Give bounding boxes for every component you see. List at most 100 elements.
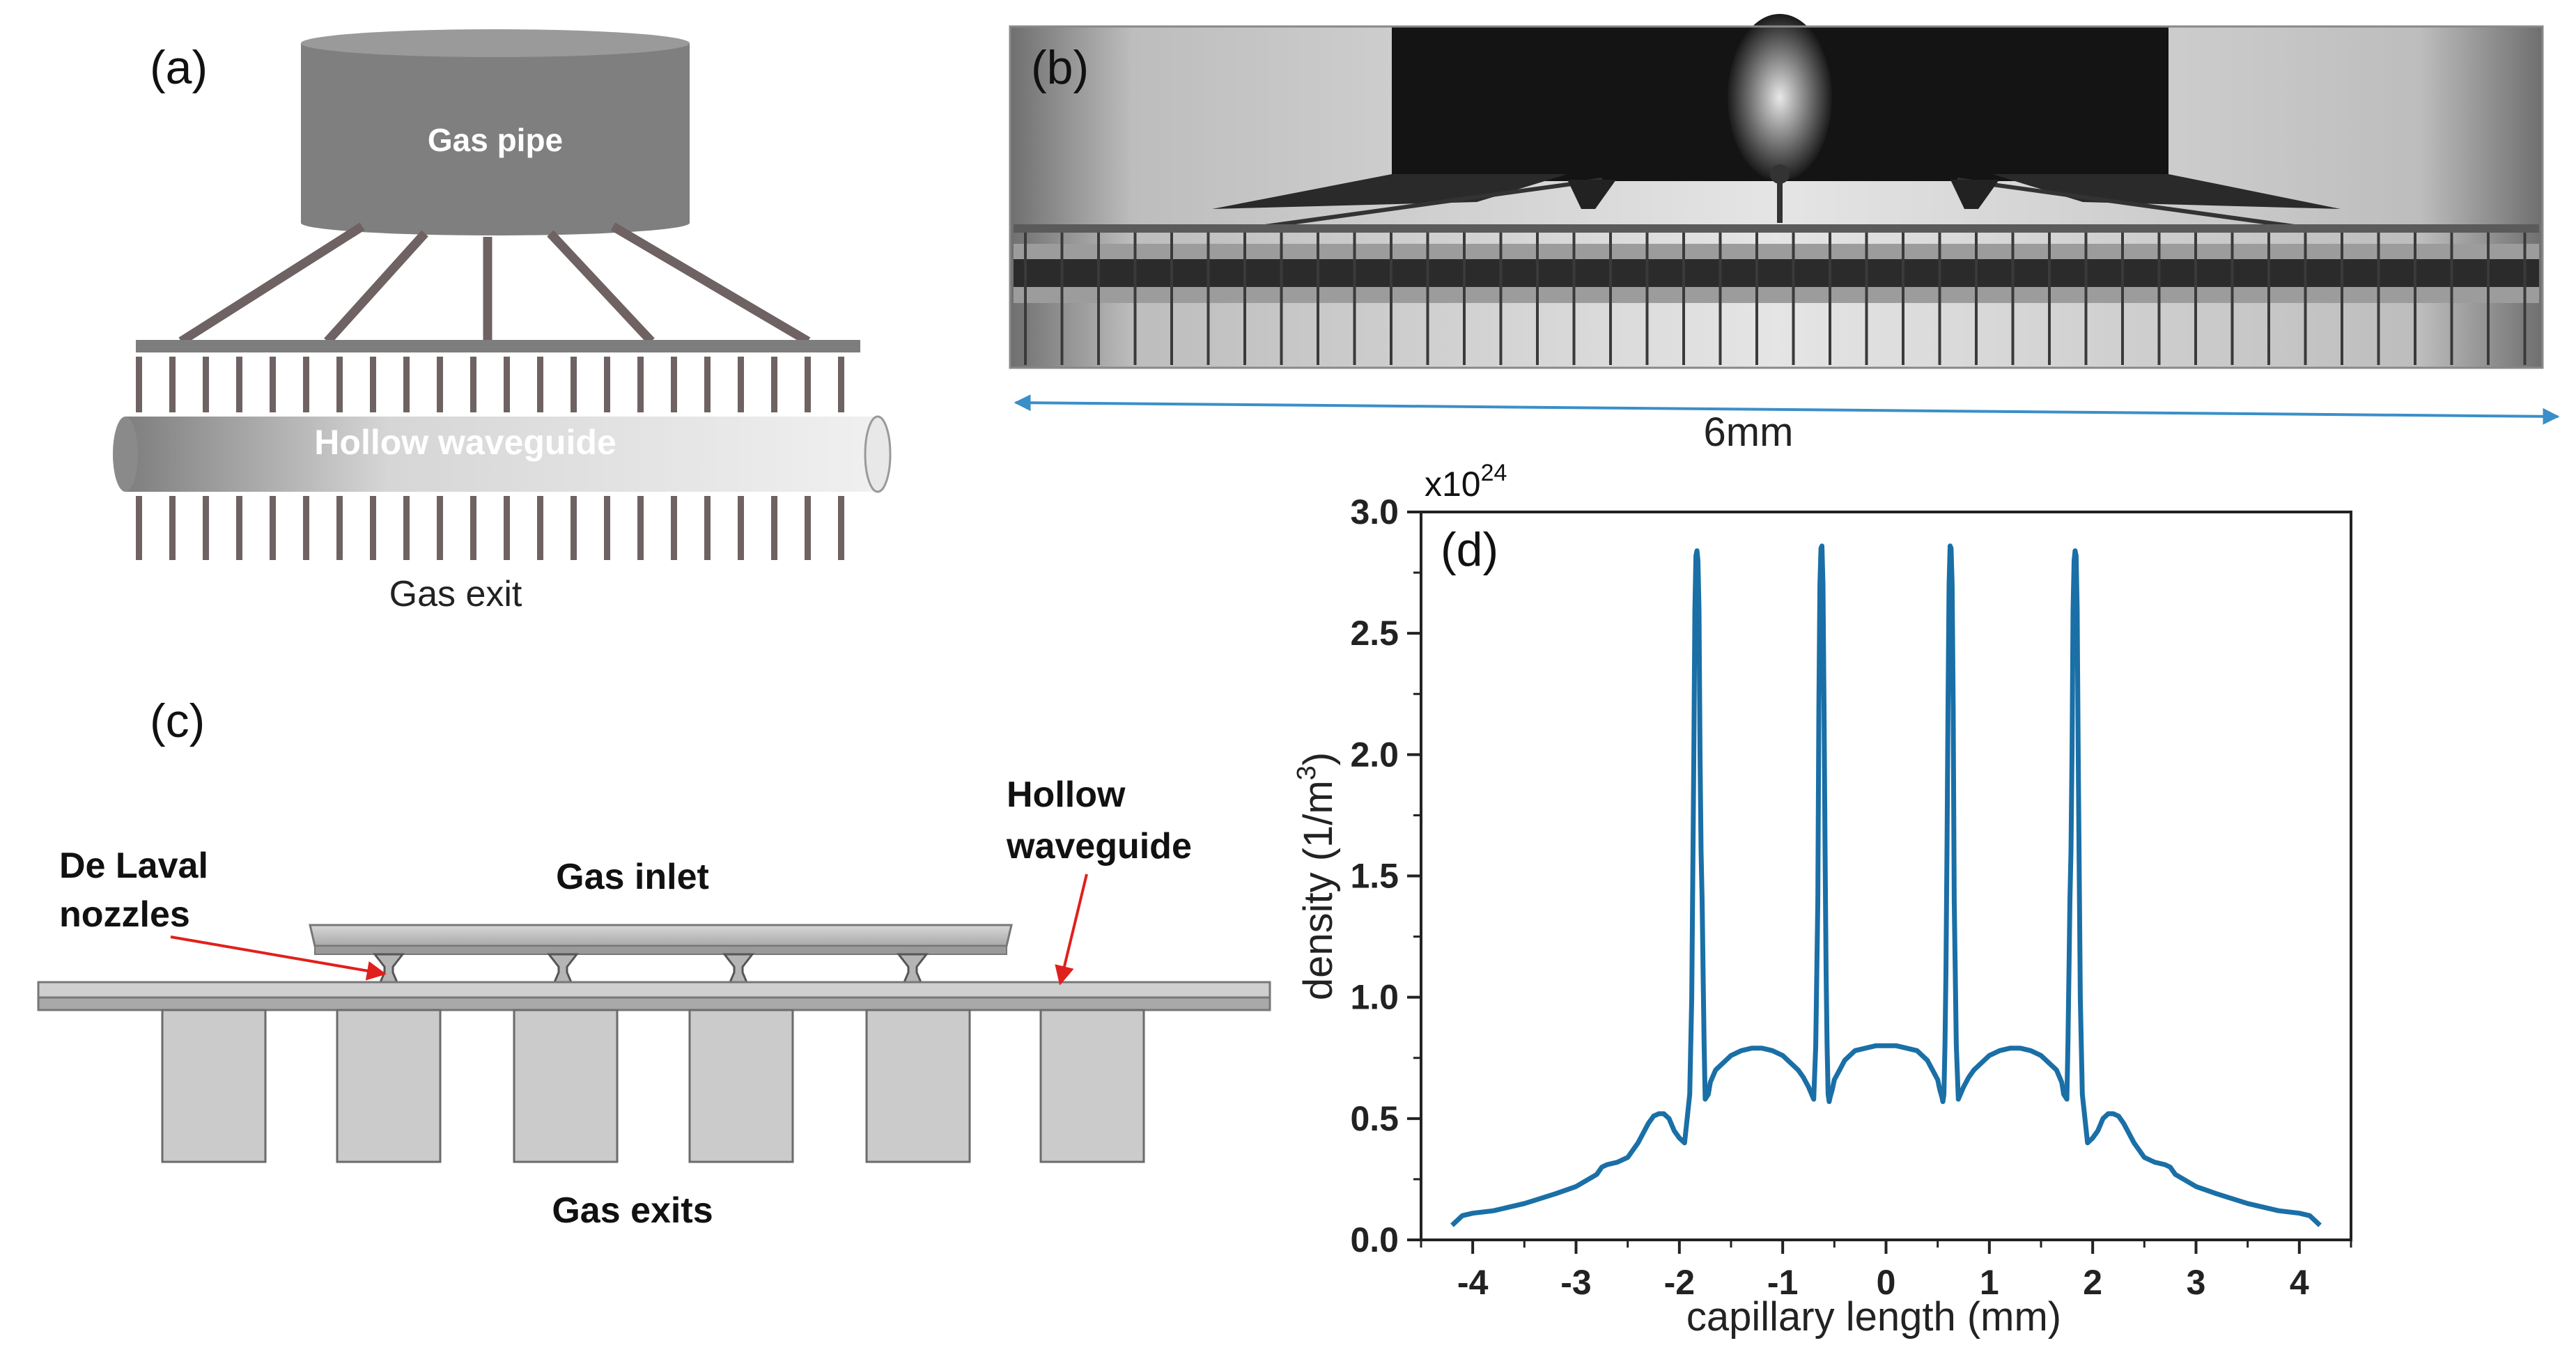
gas-inlet-label: Gas inlet [556, 857, 709, 897]
manifold-plate [136, 340, 860, 352]
photo-channel-tick [2267, 233, 2270, 365]
y-axis-label: density (1/m3) [1292, 752, 1341, 1000]
lower-exit-tooth [169, 496, 176, 560]
upper-channel-tooth [270, 357, 276, 412]
photo-image [1009, 14, 2544, 369]
nozzle-label-line2: nozzles [59, 894, 190, 935]
gas-pipe-label: Gas pipe [428, 122, 563, 158]
chart-panel-label: (d) [1441, 523, 1498, 576]
lower-exit-tooth [336, 496, 343, 560]
photo-channel-tick [1280, 233, 1283, 365]
photo-channel-tick [2230, 233, 2234, 365]
gas-exit-block [161, 1009, 267, 1163]
photo-channel-tick [2084, 233, 2088, 365]
photo-channel-tick [1645, 233, 1649, 365]
x-axis-label: capillary length (mm) [1686, 1294, 2061, 1339]
photo-channel-tick [2414, 233, 2416, 365]
gas-exit-block [336, 1009, 442, 1163]
photo-channel-tick [2523, 233, 2527, 365]
gas-exit-block [1039, 1009, 1145, 1163]
lower-exit-tooth [604, 496, 610, 560]
photo-channel-tick [1718, 233, 1722, 365]
upper-channel-tooth [738, 357, 744, 412]
x-tick-label: 2 [2083, 1263, 2102, 1302]
waveguide-label-line1: Hollow [1007, 775, 1126, 815]
de-laval-nozzle [372, 953, 405, 984]
y-tick-label: 0.5 [1350, 1099, 1399, 1138]
photo-channel-tick [2304, 233, 2307, 365]
photo-channel-tick [1060, 233, 1064, 365]
waveguide-label: Hollow waveguide [314, 423, 616, 462]
upper-channel-tooth [236, 357, 242, 412]
upper-channel-tooth [571, 357, 577, 412]
photo-channel-tick [1609, 233, 1612, 365]
y-tick-label: 0.0 [1350, 1220, 1399, 1259]
photo-channel-tick [1243, 233, 1246, 365]
photo-channel-tick [1426, 233, 1429, 365]
photo-channel-tick [2011, 233, 2015, 365]
upper-channel-tooth [336, 357, 343, 412]
lower-exit-tooth [403, 496, 410, 560]
plot-frame [1420, 511, 2352, 1241]
upper-channel-tooth [637, 357, 644, 412]
upper-channel-tooth [671, 357, 677, 412]
lower-exit-tooth [805, 496, 811, 560]
lower-exit-tooth [470, 496, 476, 560]
photo-channel-tick [2157, 233, 2161, 365]
x-tick-label: -1 [1767, 1263, 1798, 1302]
upper-channel-tooth [504, 357, 510, 412]
lower-exit-tooth [370, 496, 376, 560]
photo-channel-tick [1938, 233, 1941, 365]
photo-channel-tick [1390, 233, 1392, 365]
gas-exit-blocks [161, 1009, 1145, 1163]
photo-channel-tick [1536, 233, 1539, 365]
upper-channel-tooth [437, 357, 443, 412]
photo-channel-tick [2341, 233, 2343, 365]
lower-exit-tooth [704, 496, 711, 560]
y-tick-label: 3.0 [1350, 492, 1399, 531]
gas-exit-block [865, 1009, 971, 1163]
panel-a-label: (a) [150, 41, 208, 94]
panel-b: (b) 6mm [1009, 14, 2560, 455]
de-laval-nozzles [372, 953, 929, 984]
scale-bar-arrow [1014, 394, 2560, 425]
nozzle-label-line1: De Laval [59, 846, 208, 886]
panel-a: (a) Gas pipe Hollow waveguide Gas e [113, 29, 892, 614]
photo-channel-tick [1024, 233, 1027, 365]
lower-exit-tooth [738, 496, 744, 560]
waveguide-label-line2: waveguide [1006, 826, 1192, 867]
gas-exit-block [688, 1009, 794, 1163]
photo-channel-tick [2194, 233, 2197, 365]
photo-channel-tick [1975, 233, 1978, 365]
photo-channel-ticks [1024, 233, 2527, 365]
gas-pipe: Gas pipe [301, 29, 690, 235]
photo-channel-tick [2377, 233, 2380, 365]
de-laval-nozzle [896, 953, 929, 984]
gas-exit-label: Gas exit [389, 574, 522, 614]
x-tick-label: -2 [1664, 1263, 1695, 1302]
de-laval-nozzle [546, 953, 580, 984]
photo-channel-tick [1463, 233, 1466, 365]
lower-exit-tooth [504, 496, 510, 560]
axis-ticks [1407, 511, 2352, 1254]
nozzle-pointer-arrow [170, 935, 387, 981]
x-tick-label: 1 [1980, 1263, 1999, 1302]
x-tick-label: 4 [2290, 1263, 2309, 1302]
gas-exits-label: Gas exits [552, 1190, 713, 1231]
upper-channel-tooth [604, 357, 610, 412]
lower-exit-tooth [303, 496, 309, 560]
lower-exit-tooth [637, 496, 644, 560]
photo-channel-tick [2121, 233, 2124, 365]
photo-channel-tick [1133, 233, 1137, 365]
upper-channel-tooth [203, 357, 209, 412]
gas-inlet-bar [309, 924, 1013, 955]
photo-channel-tick [1170, 233, 1173, 365]
lower-exit-tooth [437, 496, 443, 560]
upper-channel-tooth [403, 357, 410, 412]
x-tick-label: -4 [1457, 1263, 1489, 1302]
panel-c: (c) Gas inlet De Laval nozzles Hollow wa… [37, 694, 1271, 1231]
photo-channel-tick [1499, 233, 1503, 365]
